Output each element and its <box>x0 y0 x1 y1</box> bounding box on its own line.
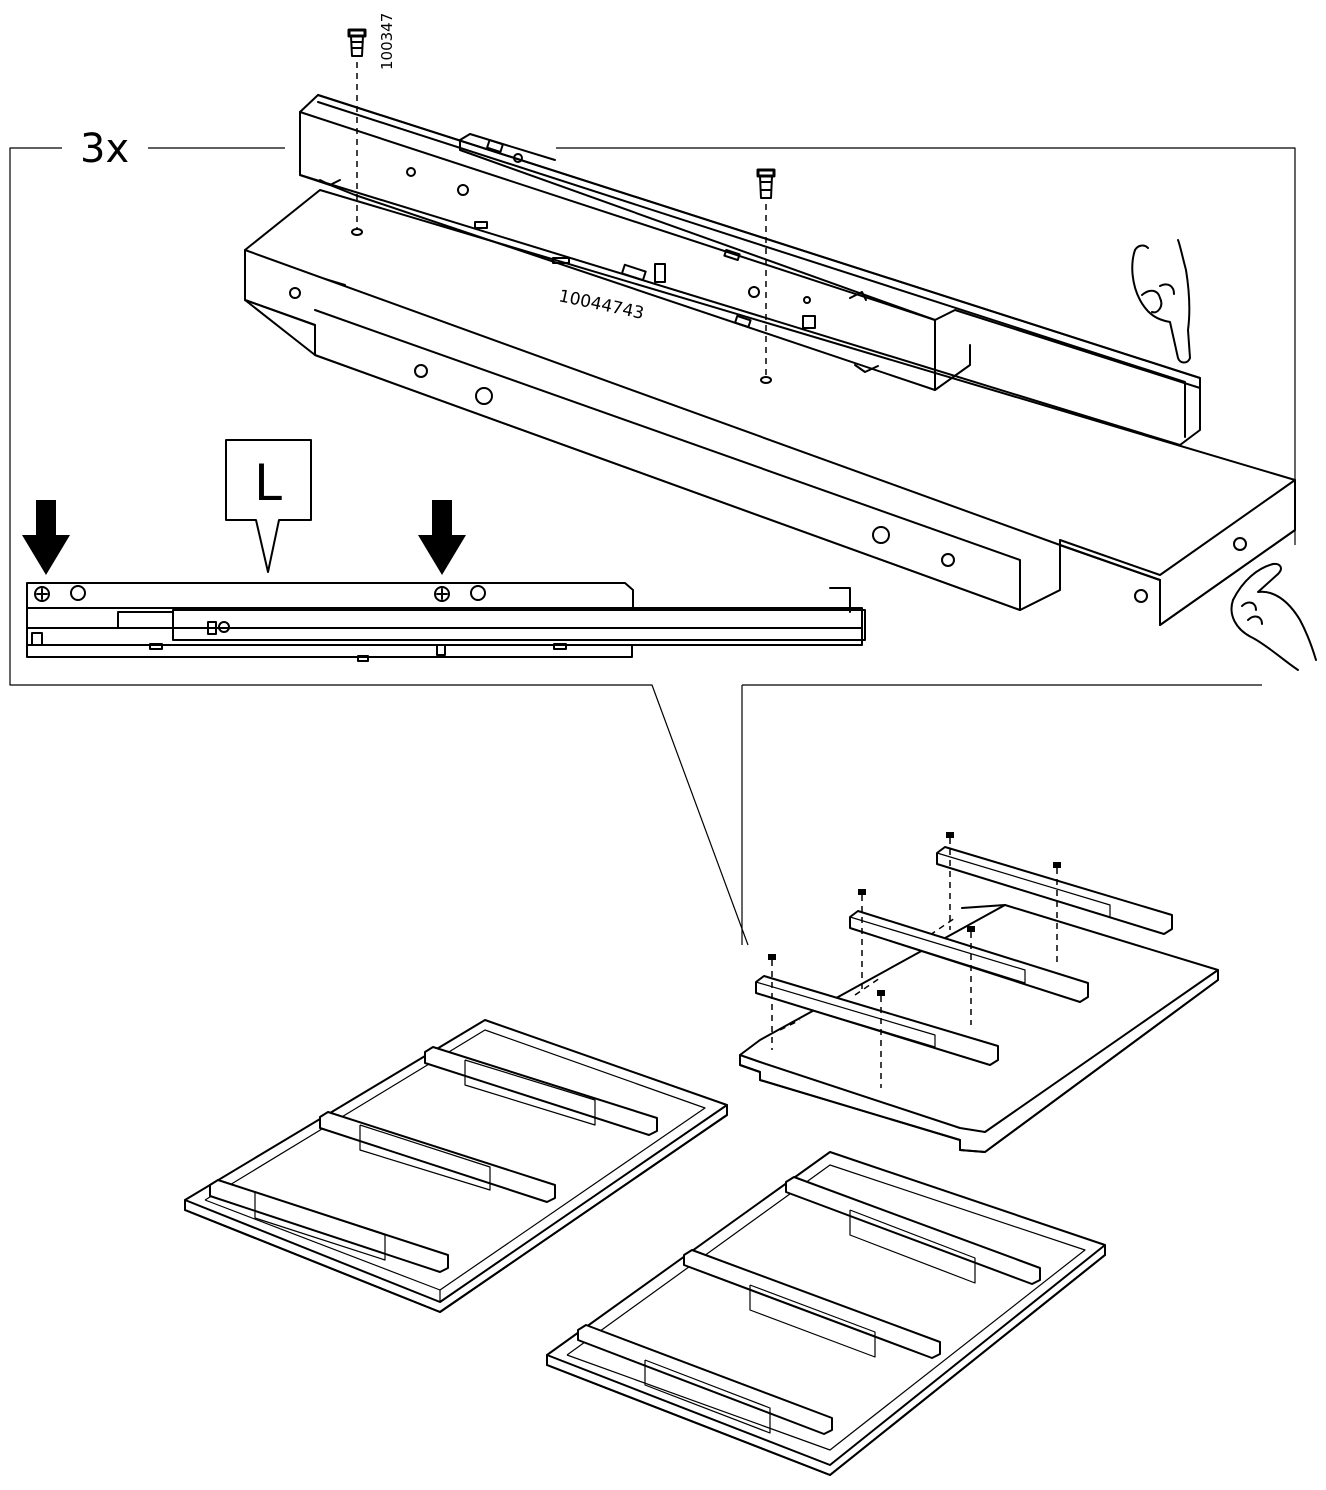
detail-drawer-rail <box>299 94 1201 446</box>
side-view-rail <box>26 582 866 662</box>
panel-with-rails-exploded <box>739 832 1219 1153</box>
small-rail <box>319 1111 556 1203</box>
assembled-panel-right <box>546 1151 1106 1476</box>
small-rail <box>209 1179 449 1273</box>
small-rail <box>936 846 1173 935</box>
side-label: L <box>254 454 282 512</box>
small-rail <box>755 975 999 1066</box>
small-rail <box>577 1324 833 1435</box>
detail-panel <box>244 189 1296 626</box>
pointing-hand-icon <box>1131 239 1191 364</box>
small-rail <box>683 1249 941 1359</box>
screw-1 <box>347 28 367 236</box>
screw-2 <box>756 168 776 384</box>
down-arrow-icon <box>418 500 466 575</box>
small-rail <box>424 1046 658 1136</box>
screw-part-number: 100347 <box>378 13 396 70</box>
quantity-label: 3x <box>80 126 129 172</box>
down-arrow-icon <box>22 500 70 575</box>
assembled-panel-left <box>184 1019 728 1313</box>
side-label-callout <box>225 439 312 573</box>
callout-frame <box>9 147 1296 946</box>
small-rail <box>785 1176 1041 1285</box>
small-rail <box>849 910 1089 1003</box>
pointing-hand-icon <box>1230 562 1317 671</box>
